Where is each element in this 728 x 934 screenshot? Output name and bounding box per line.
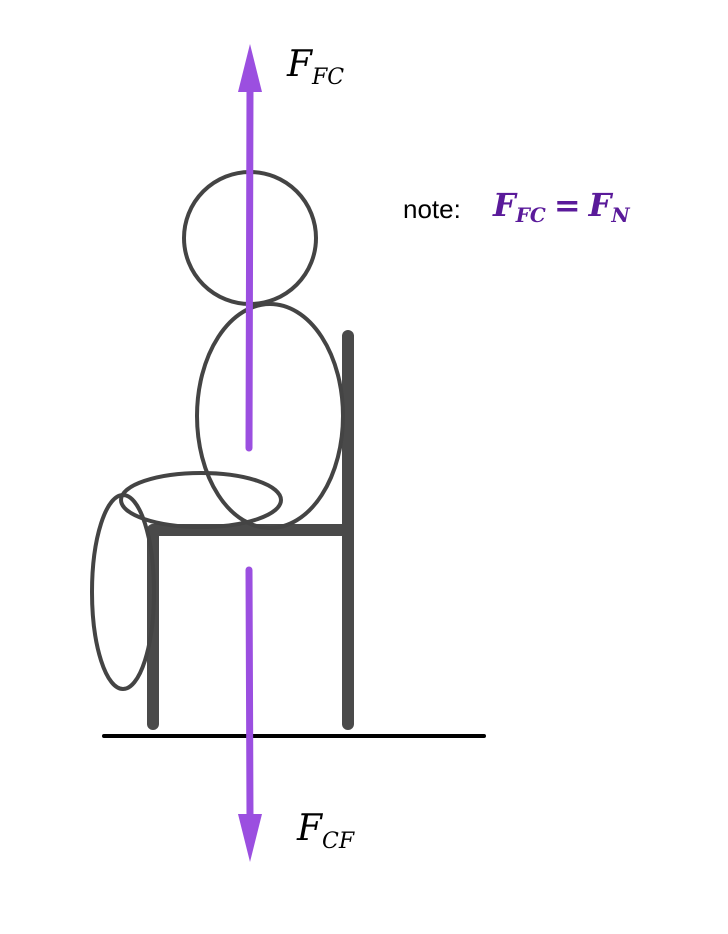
- person-torso: [195, 302, 345, 530]
- note-rhs-main: F: [588, 186, 614, 224]
- force-arrow-up: [238, 44, 262, 452]
- label-force-down-sub: CF: [322, 829, 355, 854]
- label-force-down-main: F: [296, 808, 324, 849]
- note-equals: =: [554, 186, 581, 224]
- note-lhs-sub: FC: [515, 203, 546, 227]
- force-arrow-down-head: [238, 814, 262, 862]
- force-arrow-up-shaft: [245, 84, 254, 452]
- note-lhs-main: F: [492, 186, 518, 224]
- person-figure: [90, 170, 345, 691]
- label-force-up: FFC: [286, 44, 344, 90]
- note-equation: FFC=FN: [492, 186, 630, 227]
- label-force-down: FCF: [296, 808, 355, 854]
- force-arrow-down: [238, 566, 262, 862]
- person-thigh: [119, 471, 283, 529]
- force-arrow-up-head: [238, 44, 262, 92]
- label-force-up-sub: FC: [311, 65, 344, 90]
- note-prefix: note:: [403, 194, 461, 224]
- note-rhs-sub: N: [610, 203, 630, 227]
- label-force-up-main: F: [286, 44, 314, 85]
- force-arrow-down-shaft: [245, 566, 254, 822]
- person-lower-leg: [90, 493, 156, 691]
